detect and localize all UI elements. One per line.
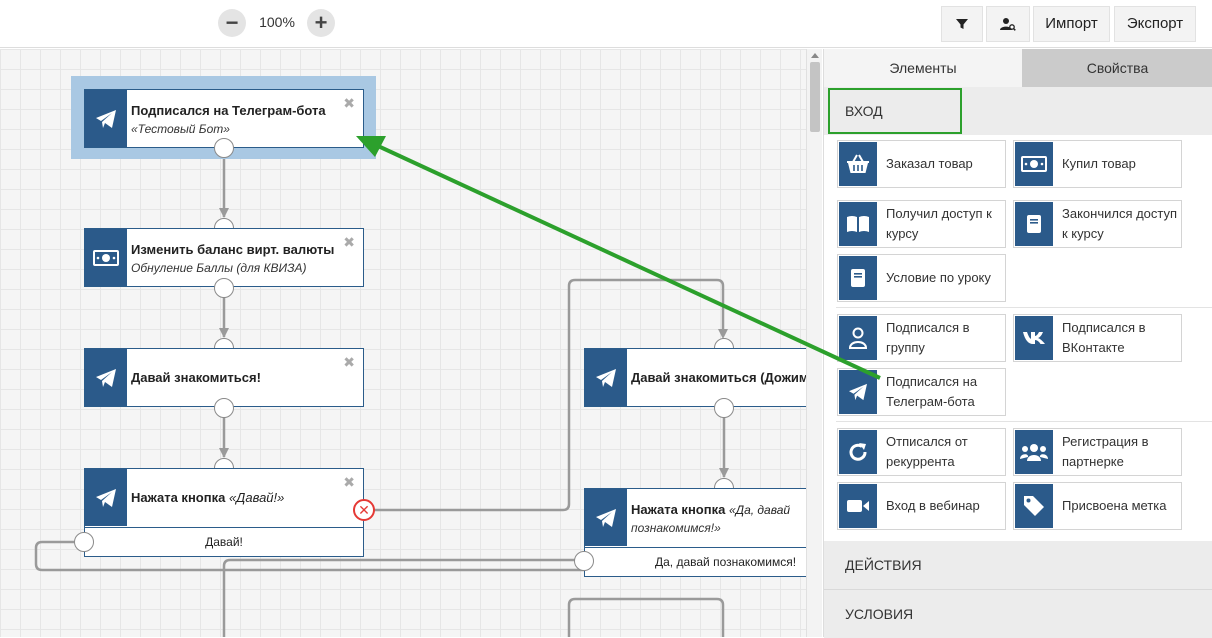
elements-panel: Элементы Свойства Вход Заказал товар Куп… [823, 49, 1212, 638]
node-title: Подписался на Телеграм-бота [131, 103, 326, 118]
node-telegram-subscribed[interactable]: Подписался на Телеграм-бота «Тестовый Бо… [84, 89, 364, 148]
item-label: Вход в вебинар [886, 498, 980, 513]
open-book-icon [839, 202, 877, 246]
close-icon[interactable]: ✖ [343, 95, 355, 111]
user-search-button[interactable] [986, 6, 1030, 42]
banknote-icon [85, 229, 127, 286]
banknote-icon [1015, 142, 1053, 186]
video-camera-icon [839, 484, 877, 528]
refresh-icon [839, 430, 877, 474]
output-port[interactable] [214, 278, 234, 298]
toolbar: − 100% + Импорт Экспорт [0, 0, 1212, 48]
users-group-icon [1015, 430, 1053, 474]
node-title: Нажата кнопка «Да, давай [631, 502, 791, 517]
item-label: Условие по уроку [886, 270, 991, 285]
item-subscribed-group[interactable]: Подписался в группу [837, 314, 1006, 362]
basket-icon [839, 142, 877, 186]
node-subtitle: Обнуление Баллы (для КВИЗА) [131, 261, 307, 275]
node-button-label: Давай! [85, 527, 363, 556]
node-title: Давай знакомиться (Дожим 1) [631, 370, 806, 385]
zoom-out-button[interactable]: − [218, 9, 246, 37]
zoom-in-button[interactable]: + [307, 9, 335, 37]
scroll-up-icon[interactable] [811, 53, 819, 58]
telegram-icon [85, 90, 127, 147]
telegram-icon [85, 349, 127, 406]
item-label: Подписался в ВКонтакте [1062, 320, 1146, 355]
telegram-icon [85, 469, 127, 526]
item-lesson-condition[interactable]: Условие по уроку [837, 254, 1006, 302]
item-access-course[interactable]: Получил доступ к курсу [837, 200, 1006, 248]
output-port[interactable] [74, 532, 94, 552]
node-title: Изменить баланс вирт. валюты [131, 242, 335, 257]
item-label: Регистрация в партнерке [1062, 434, 1149, 469]
item-tag-assigned[interactable]: Присвоена метка [1013, 482, 1182, 530]
node-title-continued: познакомимся!» [631, 521, 721, 535]
node-title: Давай знакомиться! [131, 370, 261, 385]
book-icon [839, 256, 877, 300]
tab-elements[interactable]: Элементы [824, 49, 1022, 87]
item-label: Купил товар [1062, 156, 1136, 171]
node-subtitle: «Тестовый Бот» [131, 122, 230, 136]
section-label: Вход [845, 103, 883, 119]
output-port[interactable] [214, 398, 234, 418]
close-icon[interactable]: ✖ [343, 474, 355, 490]
output-port[interactable] [574, 551, 594, 571]
canvas-scrollbar[interactable] [806, 49, 822, 637]
vk-icon [1015, 316, 1053, 360]
section-actions[interactable]: Действия [824, 541, 1212, 589]
item-label: Отписался от рекуррента [886, 434, 968, 469]
tab-properties[interactable]: Свойства [1022, 49, 1212, 87]
item-partner-registration[interactable]: Регистрация в партнерке [1013, 428, 1182, 476]
node-button-label: Да, давай познакомимся! [585, 547, 806, 576]
item-label: Получил доступ к курсу [886, 206, 992, 241]
import-button[interactable]: Импорт [1033, 6, 1110, 42]
node-change-balance[interactable]: Изменить баланс вирт. валюты Обнуление Б… [84, 228, 364, 287]
item-label: Подписался в группу [886, 320, 970, 355]
telegram-icon [839, 370, 877, 414]
item-label: Заказал товар [886, 156, 973, 171]
zoom-level: 100% [259, 14, 295, 30]
item-access-ended[interactable]: Закончился доступ к курсу [1013, 200, 1182, 248]
error-port-icon[interactable]: ✕ [353, 499, 375, 521]
item-bought[interactable]: Купил товар [1013, 140, 1182, 188]
telegram-icon [585, 349, 627, 406]
section-conditions[interactable]: Условия [824, 590, 1212, 638]
node-button-pressed-yes[interactable]: Нажата кнопка «Да, давай познакомимся!» … [584, 488, 806, 577]
item-ordered[interactable]: Заказал товар [837, 140, 1006, 188]
book-icon [1015, 202, 1053, 246]
scroll-thumb[interactable] [810, 62, 820, 132]
filter-icon [956, 19, 968, 29]
item-subscribed-telegram[interactable]: Подписался на Телеграм-бота [837, 368, 1006, 416]
output-port[interactable] [214, 138, 234, 158]
user-search-icon [1000, 18, 1016, 31]
node-title: Нажата кнопка «Давай!» [131, 490, 285, 505]
item-webinar-entry[interactable]: Вход в вебинар [837, 482, 1006, 530]
item-unsubscribed-recurrent[interactable]: Отписался от рекуррента [837, 428, 1006, 476]
close-icon[interactable]: ✖ [343, 354, 355, 370]
divider [836, 307, 1212, 308]
section-label: Условия [845, 606, 914, 622]
tag-icon [1015, 484, 1053, 528]
flow-canvas[interactable]: Подписался на Телеграм-бота «Тестовый Бо… [0, 49, 806, 637]
telegram-icon [585, 489, 627, 546]
item-label: Закончился доступ к курсу [1062, 206, 1178, 241]
section-label: Действия [845, 557, 922, 573]
divider [836, 421, 1212, 422]
user-icon [839, 316, 877, 360]
node-button-pressed-davai[interactable]: Нажата кнопка «Давай!» ✖ Давай! [84, 468, 364, 557]
item-label: Присвоена метка [1062, 498, 1167, 513]
annotation-highlight-box [828, 88, 962, 134]
close-icon[interactable]: ✖ [343, 234, 355, 250]
export-button[interactable]: Экспорт [1114, 6, 1196, 42]
section-input[interactable]: Вход [824, 87, 1212, 135]
divider [824, 589, 1212, 590]
filter-button[interactable] [941, 6, 983, 42]
item-label: Подписался на Телеграм-бота [886, 374, 978, 409]
output-port[interactable] [714, 398, 734, 418]
item-subscribed-vk[interactable]: Подписался в ВКонтакте [1013, 314, 1182, 362]
node-lets-meet-followup[interactable]: Давай знакомиться (Дожим 1) [584, 348, 806, 407]
node-lets-meet[interactable]: Давай знакомиться! ✖ [84, 348, 364, 407]
